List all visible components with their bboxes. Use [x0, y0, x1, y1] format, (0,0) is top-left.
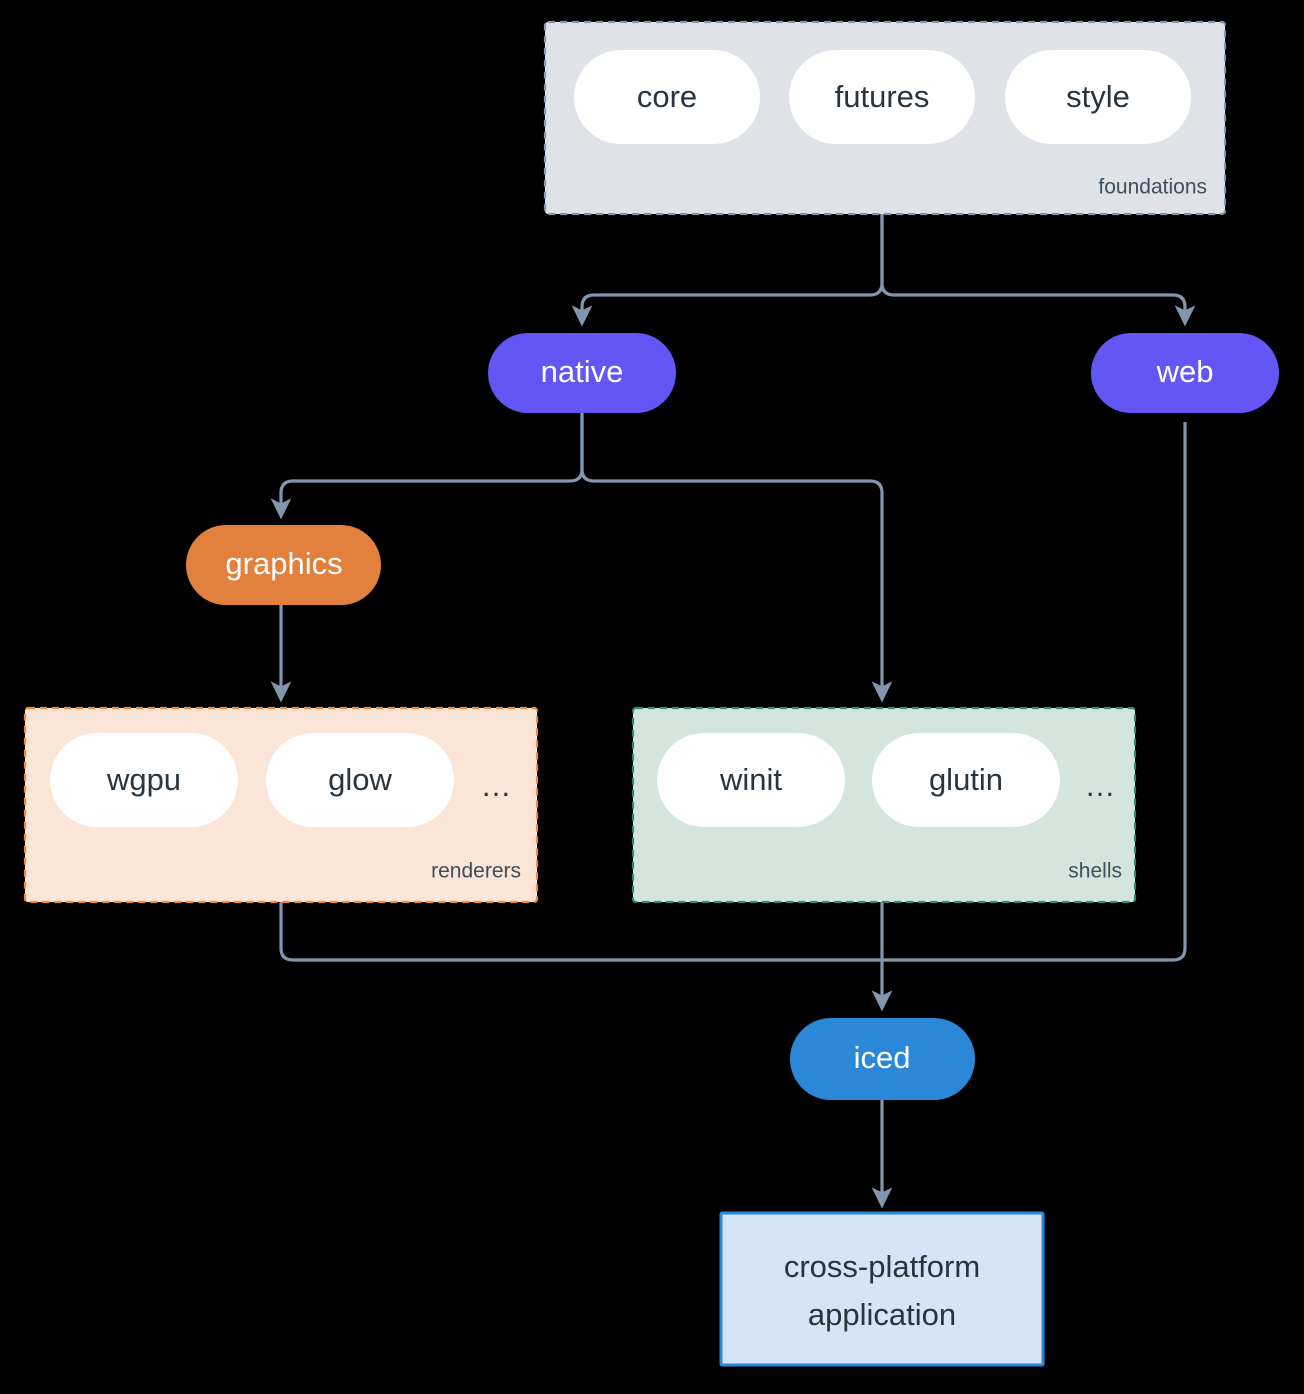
- node-application-label-line2: application: [808, 1297, 956, 1332]
- edge-native-to-shells: [580, 412, 893, 703]
- pill-glutin-shape: [872, 733, 1060, 827]
- pill-winit[interactable]: winit: [657, 733, 845, 827]
- node-iced-label: iced: [854, 1040, 911, 1075]
- pill-glutin[interactable]: glutin: [872, 733, 1060, 827]
- pill-wgpu-label: wgpu: [106, 762, 181, 797]
- pill-wgpu[interactable]: wgpu: [50, 733, 238, 827]
- node-native-shape: [488, 333, 676, 413]
- cluster-shells-label: shells: [1068, 860, 1122, 883]
- node-cross-platform-application[interactable]: cross-platform application: [719, 1211, 1045, 1367]
- node-iced[interactable]: iced: [790, 1018, 975, 1100]
- pill-wgpu-shape: [50, 733, 238, 827]
- edge-native-to-graphics: [270, 412, 584, 520]
- edge-foundations-to-web: [880, 214, 1196, 327]
- pill-glutin-label: glutin: [929, 762, 1003, 797]
- pill-style-label: style: [1066, 79, 1130, 114]
- pill-glow[interactable]: glow: [266, 733, 454, 827]
- node-graphics[interactable]: graphics: [186, 525, 381, 605]
- pill-glow-label: glow: [328, 762, 392, 797]
- node-graphics-shape: [186, 525, 381, 605]
- pill-futures-label: futures: [835, 79, 930, 114]
- pill-futures-shape: [789, 50, 975, 144]
- node-iced-shape: [790, 1018, 975, 1100]
- cluster-renderers-label: renderers: [431, 860, 521, 883]
- edge-layer: [270, 214, 1196, 1209]
- pill-winit-label: winit: [719, 762, 782, 797]
- pill-style-shape: [1005, 50, 1191, 144]
- node-graphics-label: graphics: [225, 546, 342, 581]
- edge-web-to-iced: [882, 422, 1187, 962]
- node-native-label: native: [541, 354, 624, 389]
- renderers-ellipsis-label: …: [481, 768, 514, 803]
- edge-renderers-to-iced: [279, 902, 882, 962]
- pill-core[interactable]: core: [574, 50, 760, 144]
- cluster-shells: winit glutin … shells: [631, 706, 1137, 904]
- node-web[interactable]: web: [1091, 333, 1279, 413]
- shells-ellipsis-label: …: [1085, 768, 1118, 803]
- node-application-shape: [719, 1211, 1045, 1367]
- pill-winit-shape: [657, 733, 845, 827]
- pill-glow-shape: [266, 733, 454, 827]
- node-web-shape: [1091, 333, 1279, 413]
- pill-futures[interactable]: futures: [789, 50, 975, 144]
- node-native[interactable]: native: [488, 333, 676, 413]
- node-web-label: web: [1156, 354, 1214, 389]
- cluster-renderers: wgpu glow … renderers: [23, 706, 539, 904]
- node-application-label-line1: cross-platform: [784, 1249, 980, 1284]
- pill-core-shape: [574, 50, 760, 144]
- pill-style[interactable]: style: [1005, 50, 1191, 144]
- cluster-foundations-label: foundations: [1098, 176, 1207, 199]
- edge-foundations-to-native: [571, 214, 884, 327]
- pill-core-label: core: [637, 79, 697, 114]
- cluster-foundations: core futures style foundations: [543, 20, 1227, 216]
